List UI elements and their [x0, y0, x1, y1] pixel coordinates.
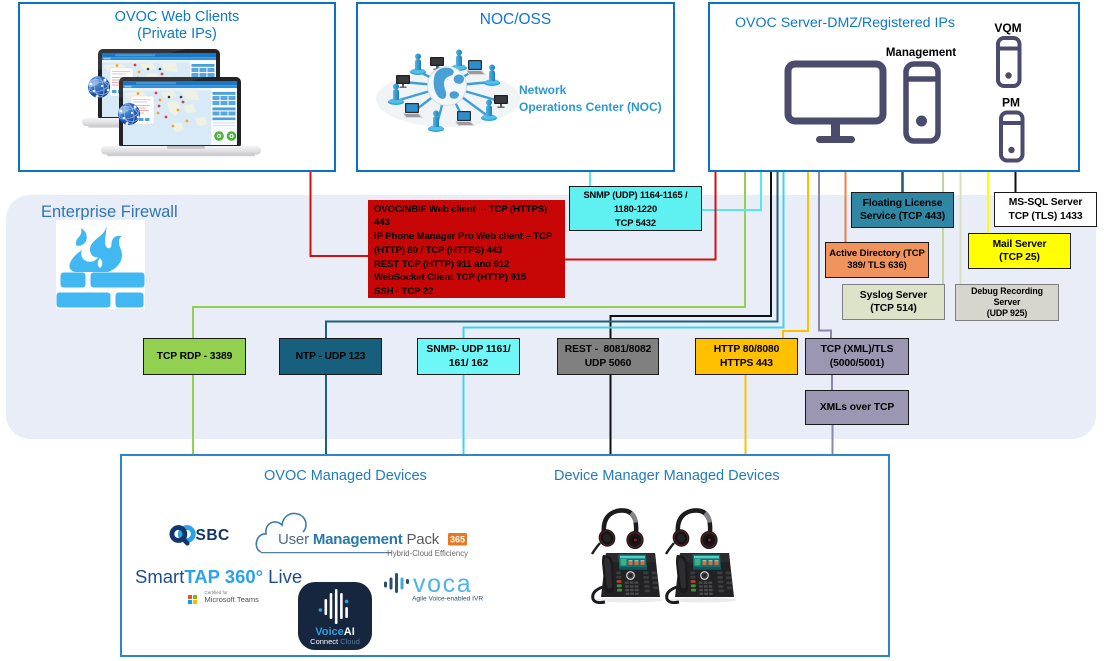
svg-text:VQM: VQM — [994, 21, 1021, 35]
svg-text:365: 365 — [450, 535, 465, 545]
svg-text:VoiceAI: VoiceAI — [315, 626, 355, 638]
svg-text:Management: Management — [886, 47, 956, 59]
svg-text:Agile Voice-enabled IVR: Agile Voice-enabled IVR — [412, 596, 483, 603]
svg-text:PM: PM — [1002, 96, 1020, 110]
svg-text:Hybrid-Cloud Efficiency: Hybrid-Cloud Efficiency — [387, 549, 468, 558]
svg-text:voca: voca — [413, 572, 472, 598]
svg-text:SBC: SBC — [196, 527, 230, 544]
svg-text:User Management Pack: User Management Pack — [278, 531, 440, 548]
svg-text:Connect Cloud: Connect Cloud — [310, 637, 360, 646]
